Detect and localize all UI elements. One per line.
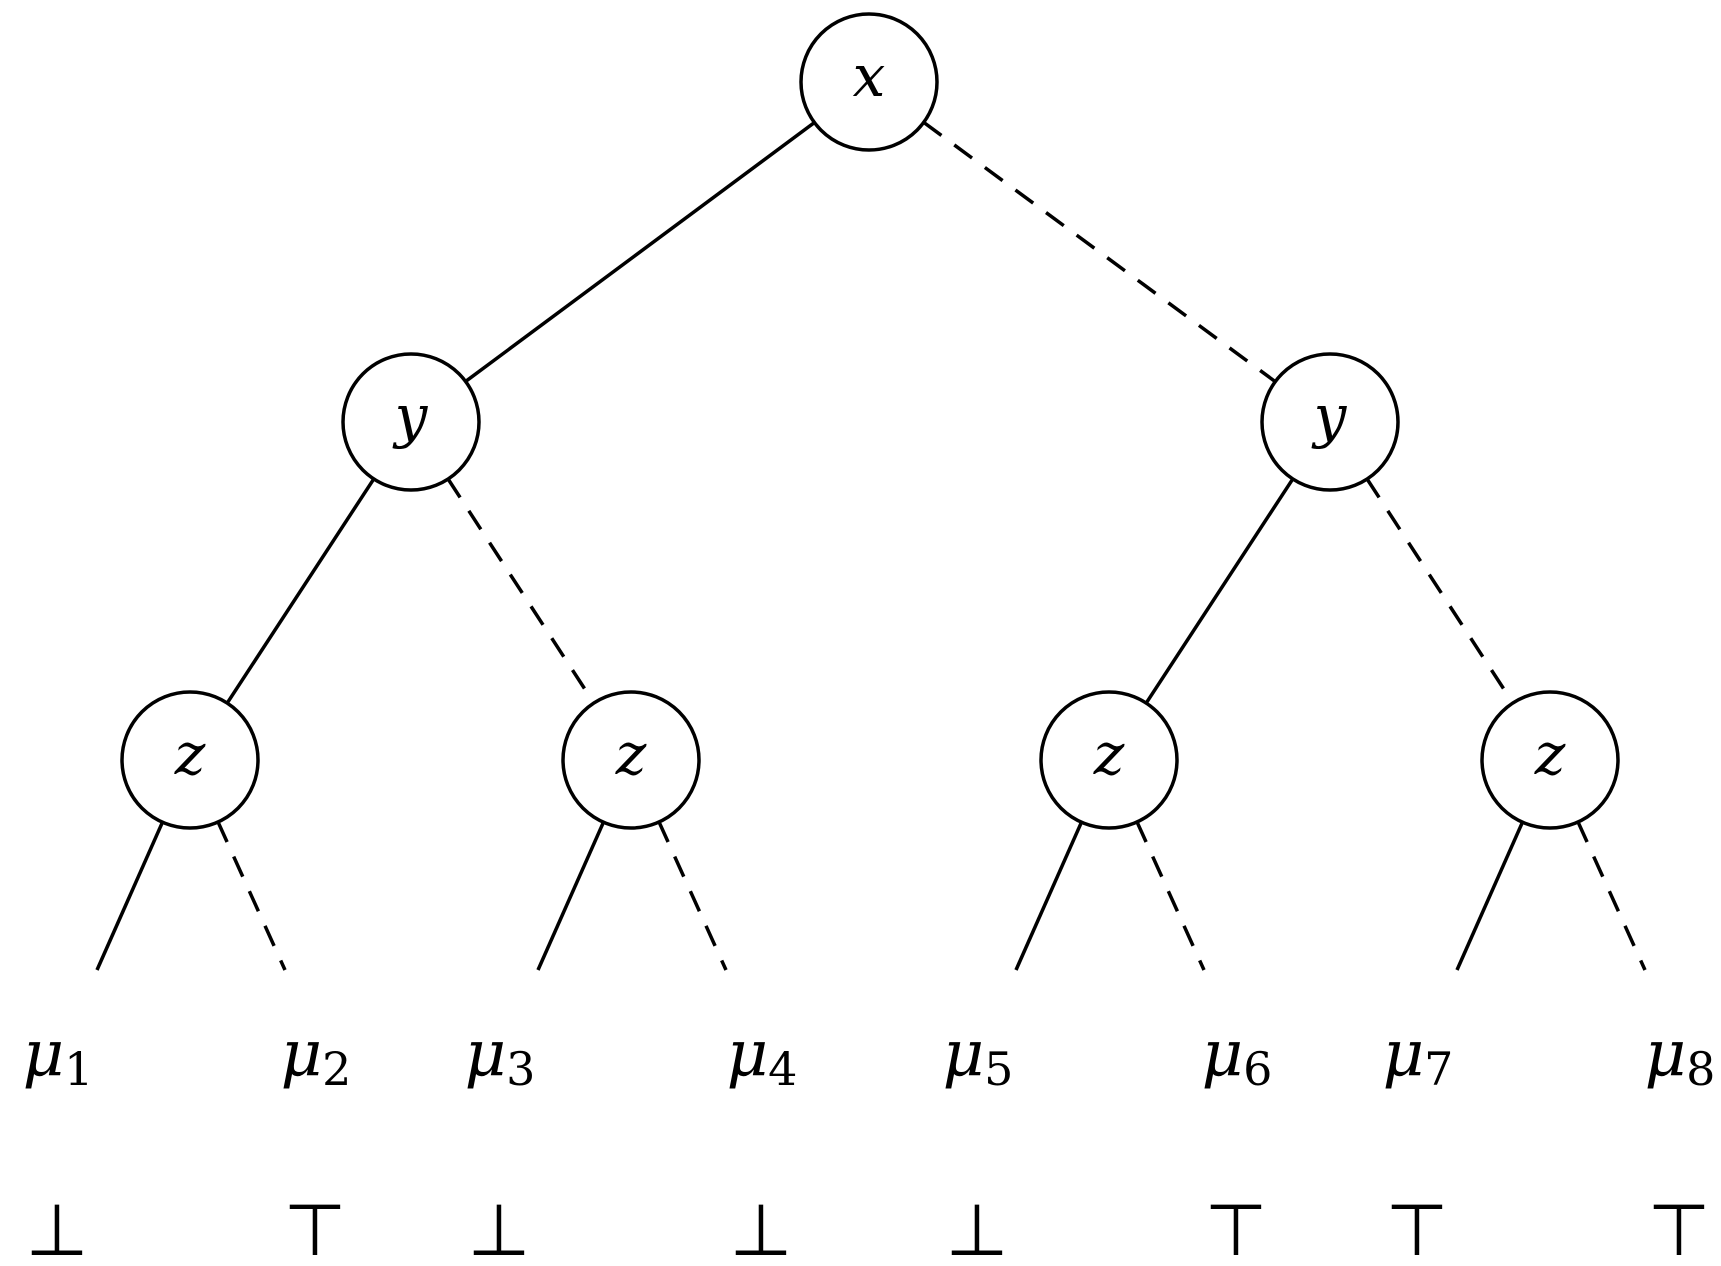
leaf-label-5: μ5 (943, 1017, 1014, 1096)
leaf-label-2: μ2 (281, 1017, 352, 1096)
leaf-index: 1 (64, 1042, 93, 1096)
edge-y2-to-z3 (1144, 477, 1295, 705)
leaf-mu-symbol: μ (23, 1017, 65, 1091)
leaf-mu-symbol: μ (1383, 1017, 1425, 1091)
leaf-index: 6 (1243, 1042, 1272, 1096)
edge-z4-to-leaf7 (1455, 821, 1525, 971)
node-z3-label: z (1093, 720, 1125, 788)
leaf-label-6: μ6 (1202, 1017, 1273, 1096)
leaf-mu-symbol: μ (1202, 1017, 1244, 1091)
node-y2: y (1260, 352, 1400, 492)
leaf-index: 4 (768, 1042, 797, 1096)
leaf-5: μ5 ⊥ (943, 1017, 1014, 1266)
edge-y1-to-z1 (225, 477, 376, 705)
node-z3: z (1039, 690, 1179, 830)
leaf-index: 3 (506, 1042, 535, 1096)
leaf-index: 5 (984, 1042, 1013, 1096)
leaf-mu-symbol: μ (1645, 1017, 1687, 1091)
leaves-layer: μ1⊥μ2⊤μ3⊥μ4⊥μ5⊥μ6⊤μ7⊤μ8⊤ (23, 1017, 1716, 1266)
node-z1-circle (120, 690, 260, 830)
node-y2-label: y (1311, 382, 1348, 450)
leaf-7: μ7 ⊤ (1383, 1017, 1454, 1266)
truth-value-2: ⊤ (284, 1188, 347, 1266)
leaf-mu-symbol: μ (465, 1017, 507, 1091)
leaf-index: 8 (1686, 1042, 1715, 1096)
node-y2-circle (1260, 352, 1400, 492)
leaf-mu-symbol: μ (727, 1017, 769, 1091)
node-y1: y (341, 352, 481, 492)
root-node-x-circle (799, 12, 939, 152)
edge-x-to-y1 (464, 121, 816, 383)
nodes-layer: x y z z y z z (120, 12, 1620, 830)
leaf-8: μ8 ⊤ (1645, 1017, 1716, 1266)
leaf-index: 2 (322, 1042, 351, 1096)
root-node-x: x (799, 12, 939, 152)
edges-layer (95, 120, 1647, 971)
node-z2: z (561, 690, 701, 830)
truth-value-8: ⊤ (1648, 1188, 1711, 1266)
edge-y1-to-z2 (446, 478, 596, 704)
edge-z3-to-leaf5 (1014, 821, 1084, 971)
leaf-index: 7 (1424, 1042, 1453, 1096)
node-z2-circle (561, 690, 701, 830)
truth-value-4: ⊥ (730, 1188, 793, 1266)
node-z4: z (1480, 690, 1620, 830)
leaf-label-4: μ4 (727, 1017, 798, 1096)
leaf-mu-symbol: μ (281, 1017, 323, 1091)
node-z2-label: z (615, 720, 647, 788)
node-z4-label: z (1534, 720, 1566, 788)
node-z4-circle (1480, 690, 1620, 830)
node-y1-label: y (392, 382, 429, 450)
edge-x-to-y2 (922, 120, 1277, 384)
edge-z1-to-leaf2 (216, 821, 287, 971)
edge-z3-to-leaf6 (1135, 821, 1206, 971)
leaf-label-8: μ8 (1645, 1017, 1716, 1096)
leaf-4: μ4 ⊥ (727, 1017, 798, 1266)
leaf-label-7: μ7 (1383, 1017, 1454, 1096)
edge-z4-to-leaf8 (1576, 821, 1647, 971)
leaf-label-3: μ3 (465, 1017, 536, 1096)
leaf-mu-symbol: μ (943, 1017, 985, 1091)
node-z1-label: z (174, 720, 206, 788)
leaf-3: μ3 ⊥ (465, 1017, 536, 1266)
edge-z2-to-leaf3 (536, 821, 606, 971)
edge-z2-to-leaf4 (657, 821, 728, 971)
node-z1: z (120, 690, 260, 830)
edge-y2-to-z4 (1365, 478, 1515, 704)
truth-value-6: ⊤ (1205, 1188, 1268, 1266)
truth-value-1: ⊥ (26, 1188, 89, 1266)
root-node-x-label: x (853, 42, 886, 110)
truth-value-7: ⊤ (1386, 1188, 1449, 1266)
leaf-1: μ1 ⊥ (23, 1017, 94, 1266)
leaf-label-1: μ1 (23, 1017, 94, 1096)
node-y1-circle (341, 352, 481, 492)
leaf-2: μ2 ⊤ (281, 1017, 352, 1266)
edge-z1-to-leaf1 (95, 821, 165, 971)
leaf-6: μ6 ⊤ (1202, 1017, 1273, 1266)
node-z3-circle (1039, 690, 1179, 830)
truth-value-3: ⊥ (468, 1188, 531, 1266)
truth-value-5: ⊥ (946, 1188, 1009, 1266)
